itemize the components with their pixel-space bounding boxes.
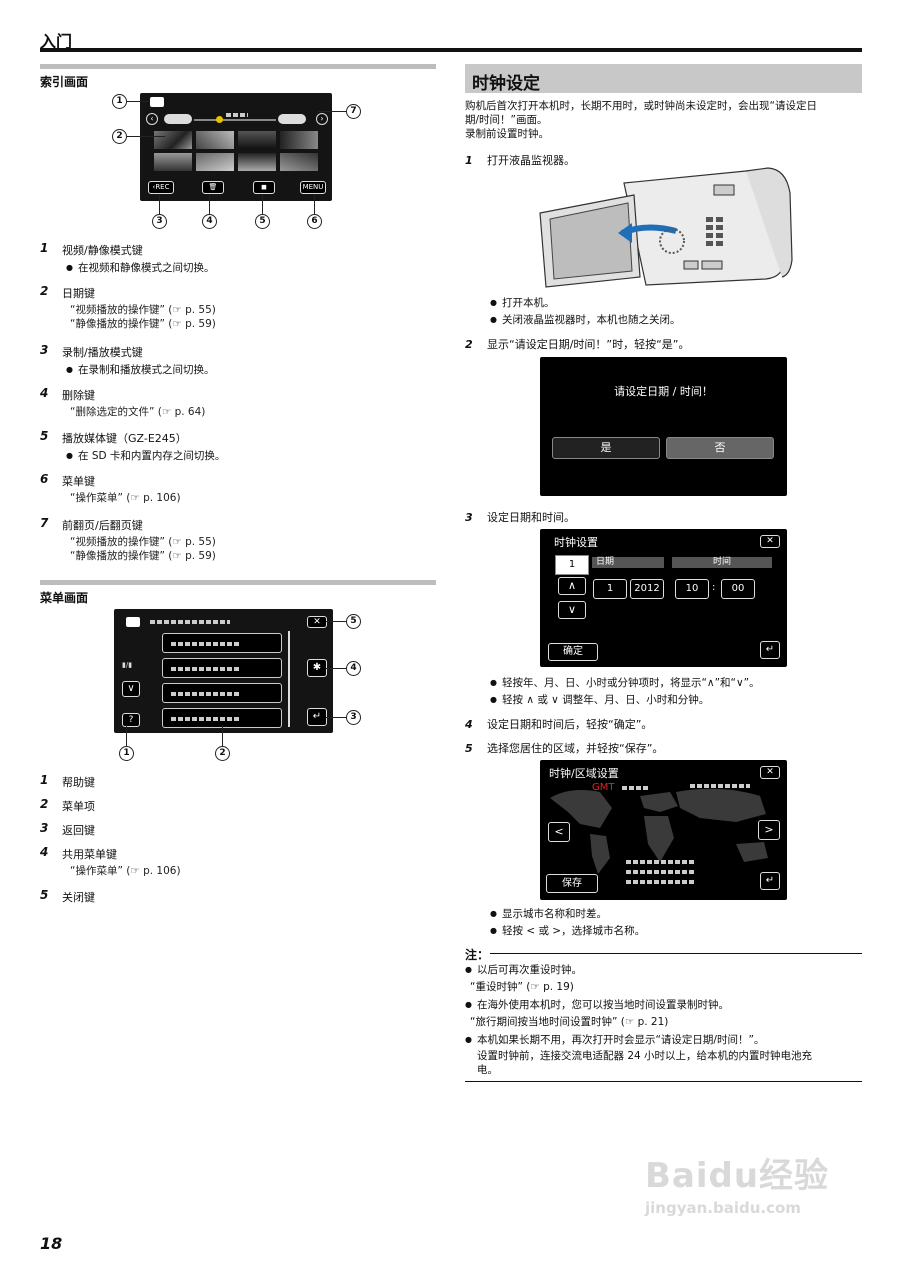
note-ref-2: “旅行期间按当地时间设置时钟” (☞ p. 21): [470, 1016, 669, 1028]
page-number: 18: [40, 1234, 63, 1253]
dialog-message: 请设定日期 / 时间！: [614, 385, 713, 398]
watermark-brand: Baidu经验: [645, 1156, 830, 1196]
close-icon[interactable]: ✕: [760, 766, 780, 779]
minute-field[interactable]: 00: [721, 579, 755, 599]
note-ref-1: “重设时钟” (☞ p. 19): [470, 981, 574, 993]
world-map: [550, 788, 768, 874]
note-bottom-rule: [465, 1081, 862, 1082]
intro-line-2: 期/时间！”画面。: [465, 114, 548, 126]
menu-callout-2: 2: [215, 746, 230, 761]
prev-city-icon[interactable]: <: [548, 822, 570, 842]
header-title: 入门: [40, 32, 73, 51]
yes-button[interactable]: 是: [552, 437, 660, 459]
step3-bullet-1: 轻按年、月、日、小时或分钟项时，将显示“∧”和“∨”。: [490, 676, 760, 691]
menu-item-row: [162, 633, 282, 653]
menu-section-header: 菜单画面: [40, 580, 436, 606]
watermark: Baidu经验 jingyan.baidu.com: [645, 1148, 829, 1217]
menu-button: MENU: [300, 181, 326, 194]
note-item-2: 在海外使用本机时，您可以按当地时间设置录制时钟。: [465, 998, 729, 1013]
callout-2: 2: [112, 129, 127, 144]
note-item-1: 以后可再次重设时钟。: [465, 963, 582, 978]
prev-page-icon: ‹: [146, 113, 158, 125]
camcorder-illustration: [539, 167, 793, 288]
time-label: 时间: [672, 557, 772, 568]
next-page-icon: ›: [316, 113, 328, 125]
intro-line-1: 购机后首次打开本机时，长期不用时，或时钟尚未设定时，会出现“请设定日: [465, 100, 817, 112]
year-field[interactable]: 2012: [630, 579, 664, 599]
clock-setting-screen: 时钟设置 ✕ 日期 时间 1 ∧ ∨ 1 2012 10 : 00 确定 ↵: [540, 529, 787, 667]
step5-bullet-1: 显示城市名称和时差。: [490, 907, 607, 922]
set-date-dialog: 请设定日期 / 时间！ 是 否: [540, 357, 787, 496]
video-mode-icon: [126, 617, 140, 627]
back-icon[interactable]: ↵: [760, 641, 780, 659]
clock-title: 时钟设定: [472, 74, 540, 94]
callout-5: 5: [255, 214, 270, 229]
video-mode-icon: [150, 97, 164, 107]
hour-field[interactable]: 10: [675, 579, 709, 599]
scroll-down-icon: ∨: [122, 681, 140, 697]
up-icon[interactable]: ∧: [558, 577, 586, 595]
ok-button[interactable]: 确定: [548, 643, 598, 661]
index-section-title: 索引画面: [40, 75, 89, 89]
menu-item-row: [162, 658, 282, 678]
callout-3: 3: [152, 214, 167, 229]
gmt-label: GMT: [592, 782, 615, 793]
menu-item-row: [162, 683, 282, 703]
selected-field[interactable]: 1: [555, 555, 589, 575]
day-field[interactable]: 1: [593, 579, 627, 599]
delete-icon: 🗑: [202, 181, 224, 194]
area-setting-screen: 时钟/区域设置 ✕ GMT < > 保存 ↵: [540, 760, 787, 900]
header-rule: [40, 48, 862, 52]
menu-callout-1: 1: [119, 746, 134, 761]
clock-setting-title: 时钟设置: [554, 536, 598, 549]
callout-7: 7: [346, 104, 361, 119]
note-title: 注：: [465, 948, 490, 962]
note-rule: [490, 953, 862, 954]
menu-callout-5: 5: [346, 614, 361, 629]
index-section-header: 索引画面: [40, 64, 436, 90]
watermark-url: jingyan.baidu.com: [645, 1199, 801, 1217]
close-icon[interactable]: ✕: [760, 535, 780, 548]
clock-title-bar: [465, 64, 862, 93]
back-icon: ↵: [307, 708, 327, 726]
step5-bullet-2: 轻按 < 或 >，选择城市名称。: [490, 924, 645, 939]
area-setting-title: 时钟/区域设置: [549, 767, 619, 780]
media-icon: ◼: [253, 181, 275, 194]
note-extra-1: 设置时钟前，连接交流电适配器 24 小时以上，给本机的内置时钟电池充: [477, 1050, 813, 1062]
gear-icon: ✱: [307, 659, 327, 677]
step1-bullet-2: 关闭液晶监视器时，本机也随之关闭。: [490, 313, 681, 328]
menu-callout-4: 4: [346, 661, 361, 676]
step3-bullet-2: 轻按 ∧ 或 ∨ 调整年、月、日、小时和分钟。: [490, 693, 709, 708]
menu-items: 1 帮助键 2 菜单项 3 返回键 4 共用菜单键 “操作菜单” (☞ p. 1…: [40, 773, 181, 904]
menu-callout-3: 3: [346, 710, 361, 725]
date-button: [164, 114, 192, 124]
callout-6: 6: [307, 214, 322, 229]
down-icon[interactable]: ∨: [558, 601, 586, 619]
callout-1: 1: [112, 94, 127, 109]
intro-line-3: 录制前设置时钟。: [465, 128, 549, 140]
callout-4: 4: [202, 214, 217, 229]
no-button[interactable]: 否: [666, 437, 774, 459]
menu-section-title: 菜单画面: [40, 591, 89, 605]
index-items: 1 视频/静像模式键 在视频和静像模式之间切换。 2 日期键 “视频播放的操作键…: [40, 241, 436, 571]
date-label: 日期: [592, 557, 664, 568]
date-button-right: [278, 114, 306, 124]
next-city-icon[interactable]: >: [758, 820, 780, 840]
note-item-3: 本机如果长期不用，再次打开时会显示“请设定日期/时间！”。: [465, 1033, 764, 1048]
index-screen: ‹ › ‹REC 🗑 ◼ MENU: [140, 93, 332, 201]
save-button[interactable]: 保存: [546, 874, 598, 893]
step1-bullet-1: 打开本机。: [490, 296, 555, 311]
rec-button: ‹REC: [148, 181, 174, 194]
note-extra-2: 电。: [477, 1064, 498, 1076]
menu-screen: ▮/▮ ∨ ? ✕ ✱ ↵: [114, 609, 333, 733]
help-icon: ?: [122, 713, 140, 727]
back-icon[interactable]: ↵: [760, 872, 780, 890]
close-icon: ✕: [307, 616, 327, 628]
